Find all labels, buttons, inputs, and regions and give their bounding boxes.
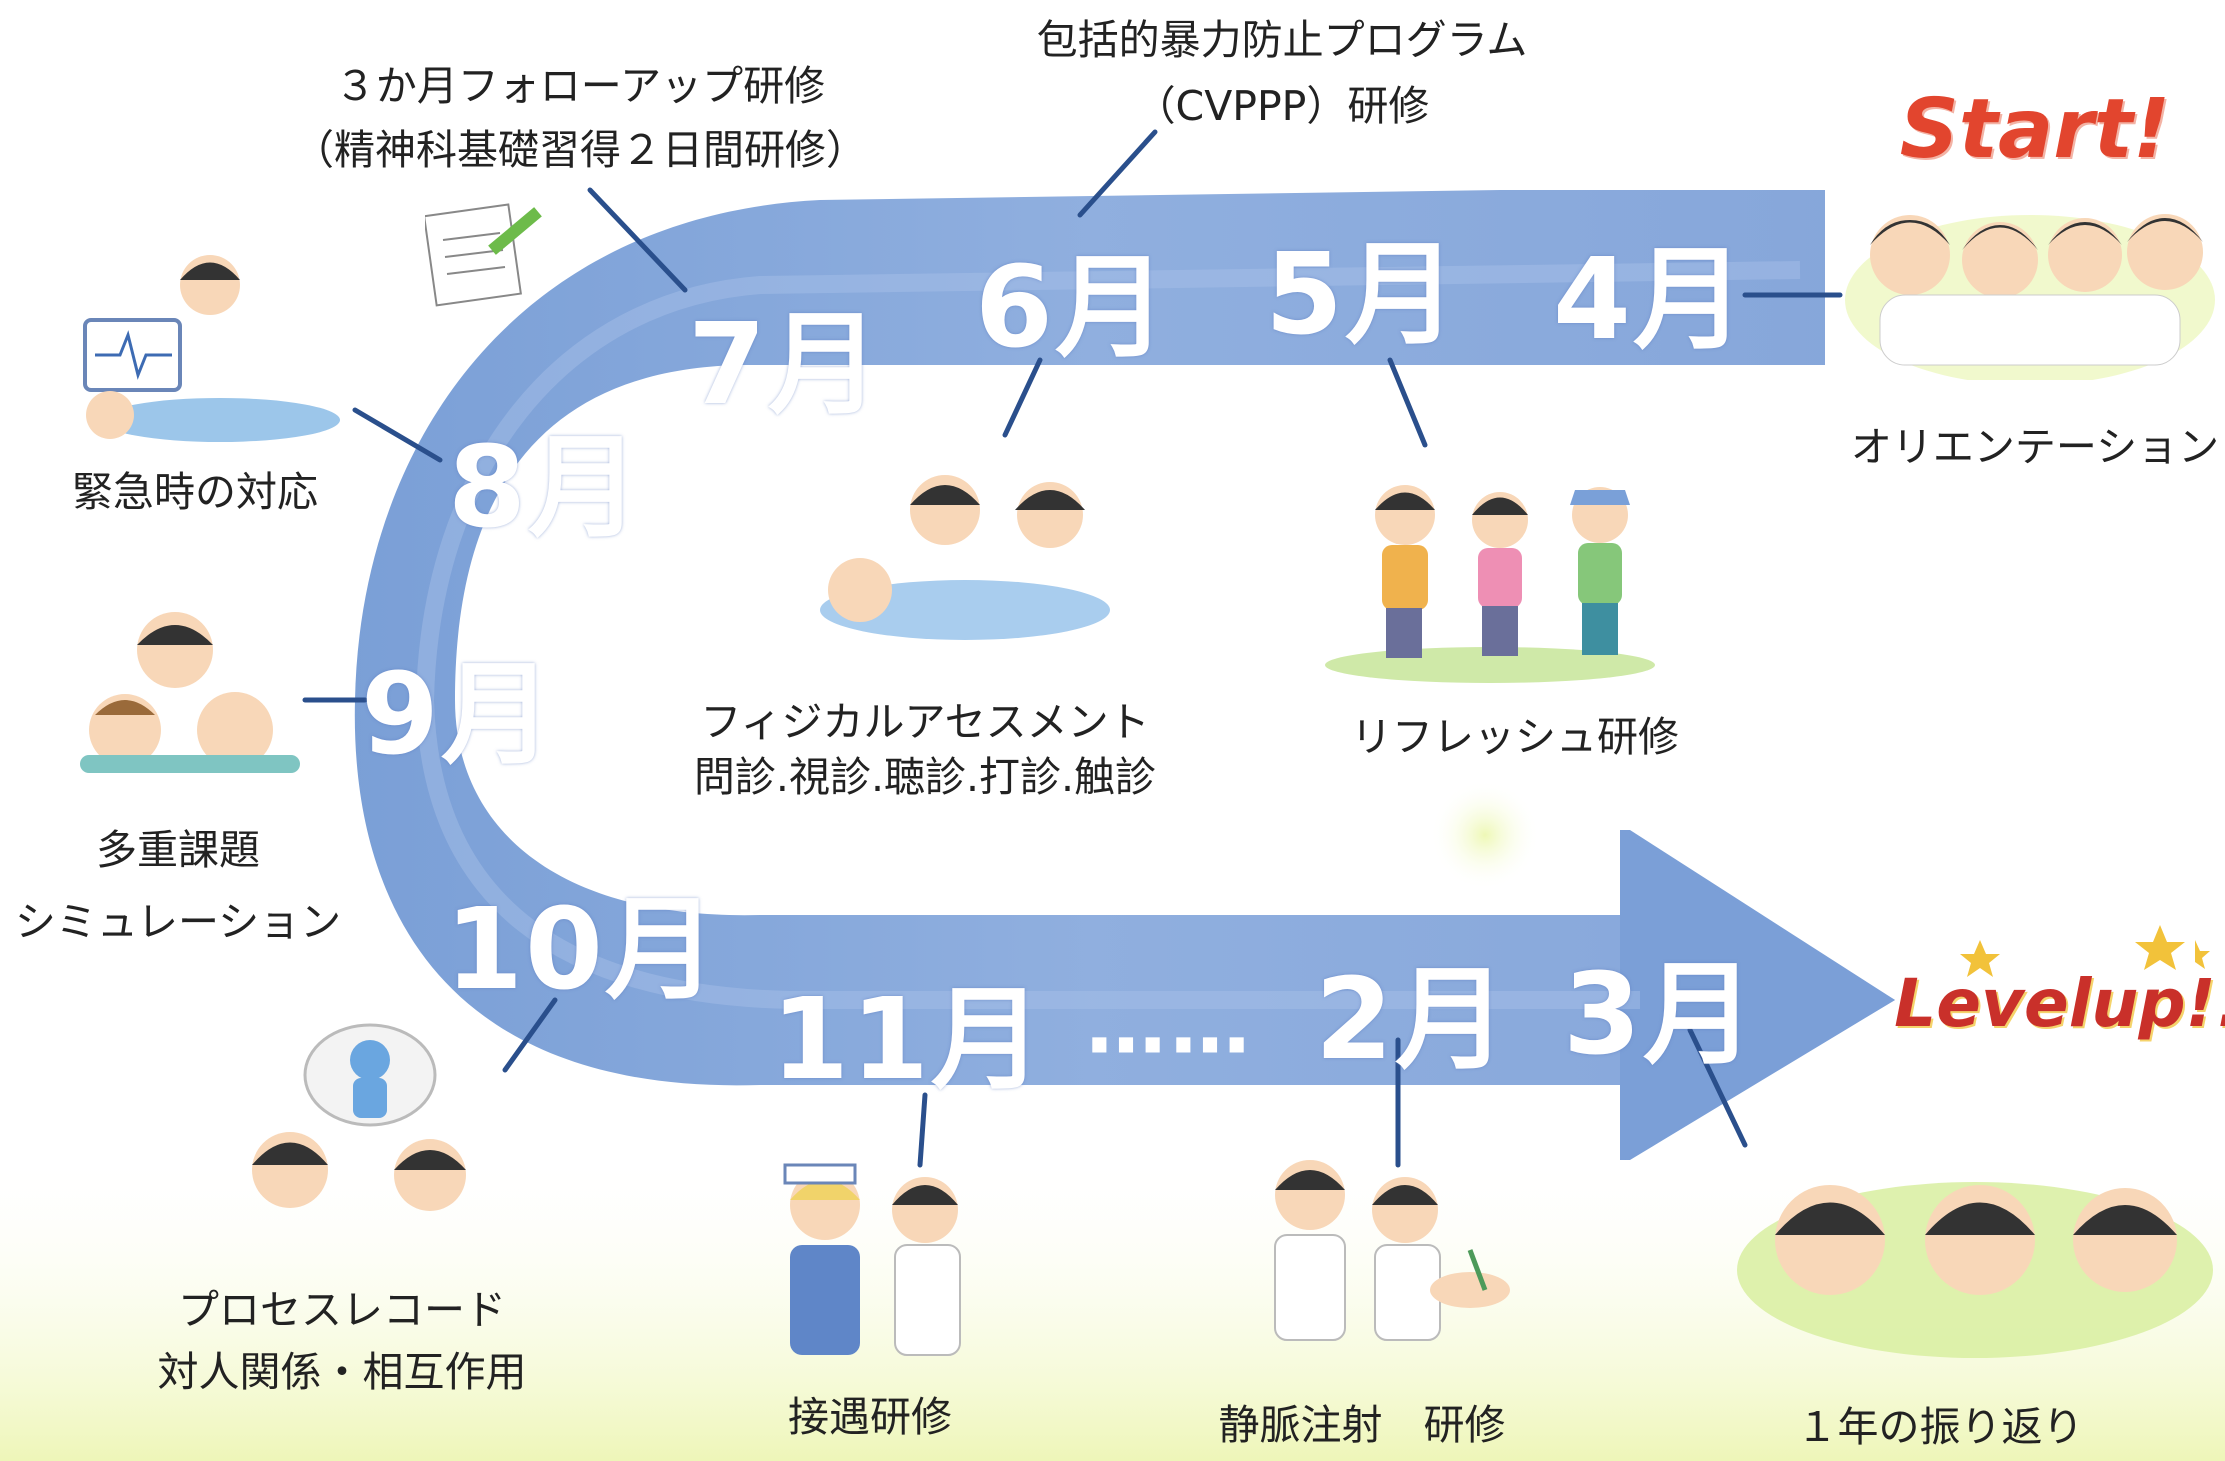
iv-injection-icon (1274, 1160, 1510, 1341)
start-label: Start! (1899, 82, 2171, 177)
year-review-group-icon (1737, 1182, 2213, 1358)
label-cvppp: 包括的暴力防止プログラム （CVPPP）研修 (1037, 8, 1528, 139)
month-march: 3月 (1563, 950, 1757, 1080)
hospitality-nurses-icon (783, 1163, 961, 1356)
arrow-highlight (415, 261, 1801, 1009)
month-august: 8月 (448, 423, 642, 553)
multitask-crying-icon (80, 612, 300, 773)
ellipsis: …… (1086, 978, 1254, 1072)
month-september: 9月 (361, 650, 555, 780)
connectors (302, 129, 1843, 1168)
glow-spot (1430, 780, 1540, 890)
label-iv-injection: 静脈注射 研修 (1218, 1401, 1506, 1449)
month-november: 11月 (771, 975, 1045, 1105)
month-may: 5月 (1265, 230, 1459, 360)
label-cvppp-title: 包括的暴力防止プログラム (1036, 16, 1528, 64)
month-july: 7月 (688, 300, 882, 430)
notepad-pencil-icon (425, 203, 542, 307)
label-orientation: オリエンテーション (1850, 423, 2220, 471)
label-multitask-title: 多重課題 (95, 826, 260, 874)
label-process-record: プロセスレコード 対人関係・相互作用 (158, 1280, 527, 1403)
label-emergency: 緊急時の対応 (72, 468, 318, 516)
label-process-record-title: プロセスレコード (178, 1286, 506, 1334)
orientation-group-icon (1845, 214, 2215, 380)
refresh-hikers-icon (1325, 485, 1655, 683)
process-record-icon (252, 1023, 466, 1211)
label-multitask: 多重課題 シミュレーション (15, 815, 341, 959)
label-process-record-subtitle: 対人関係・相互作用 (157, 1347, 527, 1396)
label-year-review: １年の振り返り (1796, 1403, 2084, 1451)
u-arrow-band (354, 190, 1826, 1086)
label-cvppp-subtitle: （CVPPP）研修 (1134, 81, 1430, 130)
emergency-cpr-icon (83, 255, 340, 442)
label-followup-title: ３か月フォローアップ研修 (334, 62, 826, 110)
month-february: 2月 (1315, 955, 1509, 1085)
label-physical-assessment-title: フィジカルアセスメント (700, 698, 1150, 746)
month-october: 10月 (445, 885, 719, 1015)
label-refresh-training: リフレッシュ研修 (1351, 713, 1679, 761)
label-followup-subtitle: （精神科基礎習得２日間研修） (293, 125, 867, 174)
label-followup: ３か月フォローアップ研修 （精神科基礎習得２日間研修） (293, 55, 867, 182)
levelup-label: Levelup!! (1894, 965, 2225, 1042)
label-multitask-subtitle: シミュレーション (14, 897, 342, 946)
label-physical-assessment-detail: 問診.視診.聴診.打診.触診 (693, 753, 1157, 802)
arrow-tip (1625, 835, 1895, 1160)
month-june: 6月 (975, 243, 1169, 373)
star-icons (1960, 925, 2210, 977)
month-april: 4月 (1553, 235, 1747, 365)
physical-assessment-icon (820, 475, 1110, 640)
label-hospitality: 接遇研修 (788, 1393, 952, 1441)
label-physical-assessment: フィジカルアセスメント 問診.視診.聴診.打診.触診 (694, 695, 1156, 806)
